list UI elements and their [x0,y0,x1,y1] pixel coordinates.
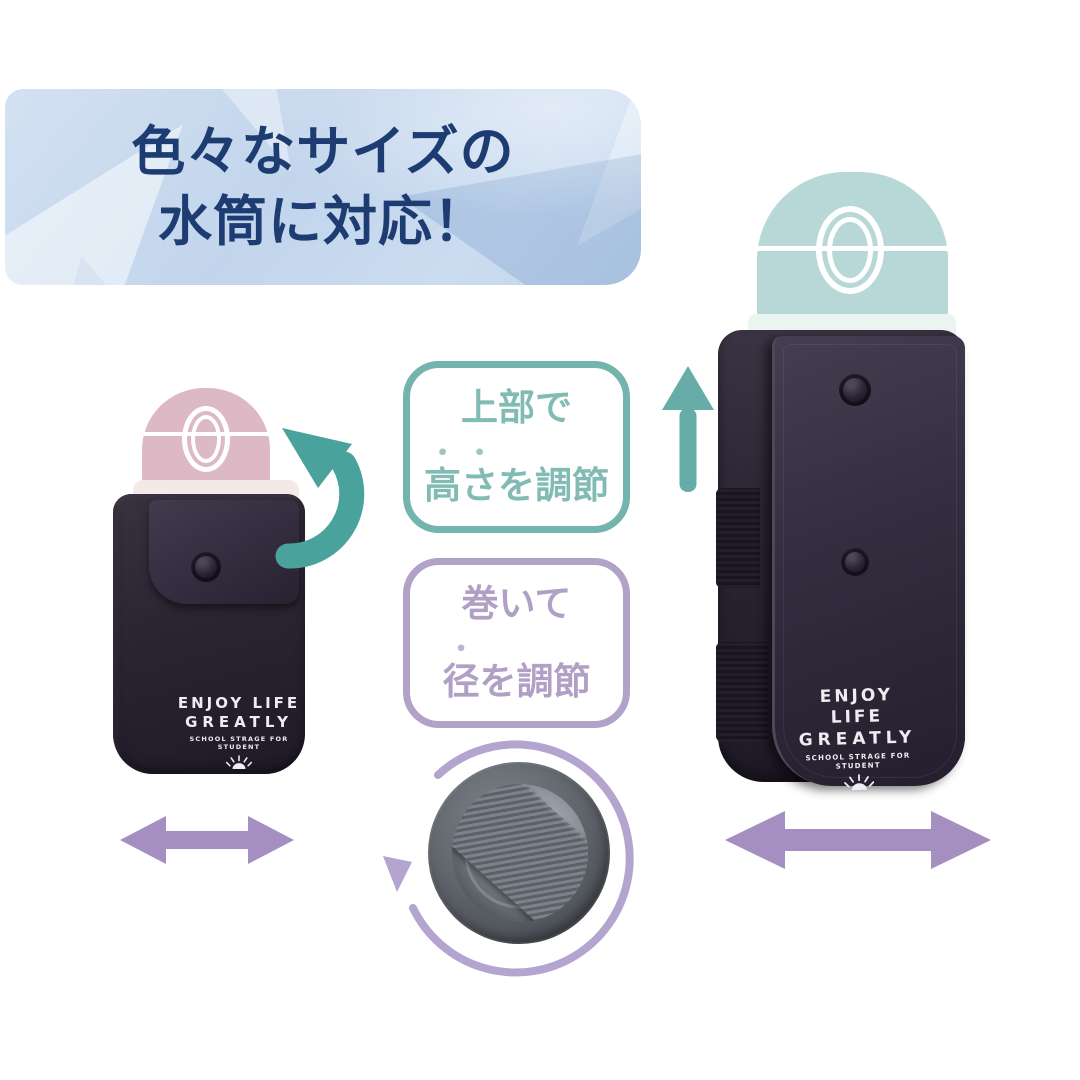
callout-height-box: 上部で 高さを調節 [403,361,630,533]
large-bottle-cap [757,172,948,318]
spout-oval [816,206,884,294]
double-arrow-icon [120,816,294,864]
brand-print: ENJOY LIFE GREATLY SCHOOL STRAGE FOR STU… [794,684,922,792]
brand-line1: ENJOY LIFE [819,685,894,728]
brand-line2: GREATLY [185,712,293,731]
snap-button-icon [191,552,221,582]
headline-line2: 水筒に対応！ [158,190,488,253]
snap-button-icon [841,548,869,576]
small-cover-body: ENJOY LIFE GREATLY SCHOOL STRAGE FOR STU… [113,494,305,774]
small-cover-flap [149,500,299,604]
brand-line3: SCHOOL STRAGE FOR STUDENT [805,751,911,771]
large-cover-flap: ENJOY LIFE GREATLY SCHOOL STRAGE FOR STU… [772,336,965,791]
spout-oval [182,406,230,472]
spout-oval-inner [191,415,221,463]
curved-arrow-icon [275,428,365,569]
sun-icon [226,754,252,769]
top-view-photo [428,762,610,944]
snap-button-icon [839,374,871,406]
spout-oval-inner [827,217,873,283]
brand-line1: ENJOY LIFE [177,694,301,712]
header-banner: 色々なサイズの 水筒に対応！ [5,89,641,285]
brand-line3: SCHOOL STRAGE FOR STUDENT [189,734,289,751]
callout-height-line1: 上部で [461,385,572,429]
callout-diameter-line2: 径を調節 [442,659,591,703]
callout-diameter-line1: 巻いて [461,581,572,625]
velcro-band [716,642,768,742]
sun-icon [843,774,874,791]
brand-line2: GREATLY [798,726,917,751]
brand-print: ENJOY LIFE GREATLY SCHOOL STRAGE FOR STU… [173,694,305,770]
small-bottle-cap [142,388,270,486]
callout-diameter-box: 巻いて 径を調節 [403,558,630,728]
rotate-arrow-icon [383,740,634,977]
large-cover-body: ENJOY LIFE GREATLY SCHOOL STRAGE FOR STU… [716,330,965,791]
velcro-band [716,488,760,588]
up-arrow-icon [662,366,714,492]
headline-line1: 色々なサイズの [131,120,515,183]
callout-height-line2: 高さを調節 [424,463,609,507]
bottle-opening [452,784,588,922]
double-arrow-icon [725,811,991,869]
